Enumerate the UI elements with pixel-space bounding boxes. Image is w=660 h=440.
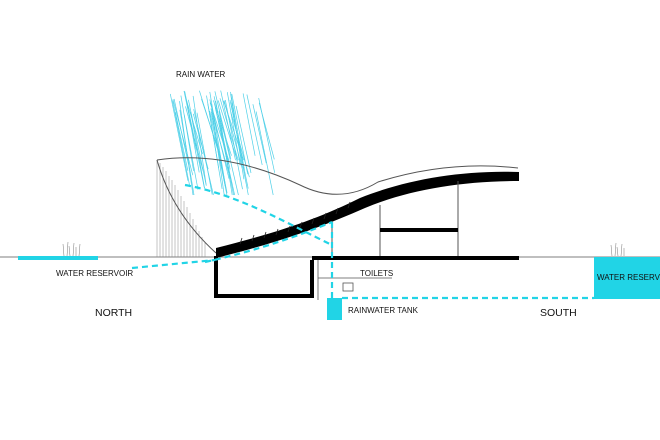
rain-streak — [172, 100, 191, 186]
rain-streak — [214, 91, 232, 159]
rain-streak — [229, 99, 249, 189]
south-reeds — [610, 242, 625, 257]
label-water-reservoir-north: WATER RESERVOIR — [56, 269, 133, 278]
rain-streak — [210, 103, 225, 196]
rain-streak — [185, 97, 203, 155]
rain-streak — [219, 114, 239, 196]
rain-streak — [206, 95, 220, 169]
rain-streak — [169, 93, 189, 181]
rain-streak — [230, 111, 250, 178]
rain-streak — [185, 106, 204, 172]
north-reeds — [62, 241, 81, 257]
label-water-reservoir-south: WATER RESERVOIR — [597, 273, 660, 282]
flow-roof-collector-upper — [184, 183, 333, 246]
rain-streak — [220, 90, 236, 161]
toilet-fixture — [342, 282, 354, 292]
rain-streak — [242, 93, 256, 156]
rain-streak — [213, 96, 231, 170]
rain-streak — [258, 102, 275, 160]
rain-streak — [213, 100, 232, 156]
label-south: SOUTH — [540, 307, 577, 319]
mezzanine-slab — [380, 228, 458, 232]
rain-streak — [211, 114, 228, 196]
label-rain-water: RAIN WATER — [176, 70, 226, 79]
rain-streak — [199, 90, 218, 149]
rain-streak — [172, 99, 194, 176]
basement-outline — [214, 256, 314, 298]
rainwater-tank — [327, 298, 342, 320]
rain-streak — [192, 95, 207, 185]
north-water-reservoir — [18, 256, 98, 260]
rain-streaks — [169, 90, 276, 196]
rain-streak — [186, 103, 200, 173]
rain-streak — [196, 112, 213, 195]
rain-streak — [217, 100, 238, 162]
rain-streak — [230, 93, 245, 180]
rain-streak — [246, 94, 263, 165]
rain-streak — [209, 91, 227, 191]
flow-roof-collector-lower — [204, 220, 333, 264]
toilets-room — [317, 260, 392, 300]
roof-slab — [216, 171, 519, 258]
water-flow-lines — [131, 183, 594, 300]
label-rainwater-tank: RAINWATER TANK — [348, 306, 419, 315]
rain-streak — [174, 111, 189, 171]
north-facade-curve — [156, 159, 217, 254]
flow-north-reservoir — [131, 258, 216, 270]
roof-stairs — [239, 201, 351, 245]
rain-streak — [226, 92, 241, 166]
label-north: NORTH — [95, 307, 132, 319]
rain-streak — [252, 104, 267, 164]
north-slatted-wall — [156, 160, 206, 257]
rain-streak — [235, 105, 252, 174]
south-water-reservoir — [594, 257, 660, 299]
rain-streak — [255, 111, 274, 196]
rain-streak — [180, 95, 194, 171]
label-toilets: TOILETS — [360, 269, 393, 278]
roof-outline — [156, 157, 519, 195]
ground-slab — [312, 256, 519, 260]
